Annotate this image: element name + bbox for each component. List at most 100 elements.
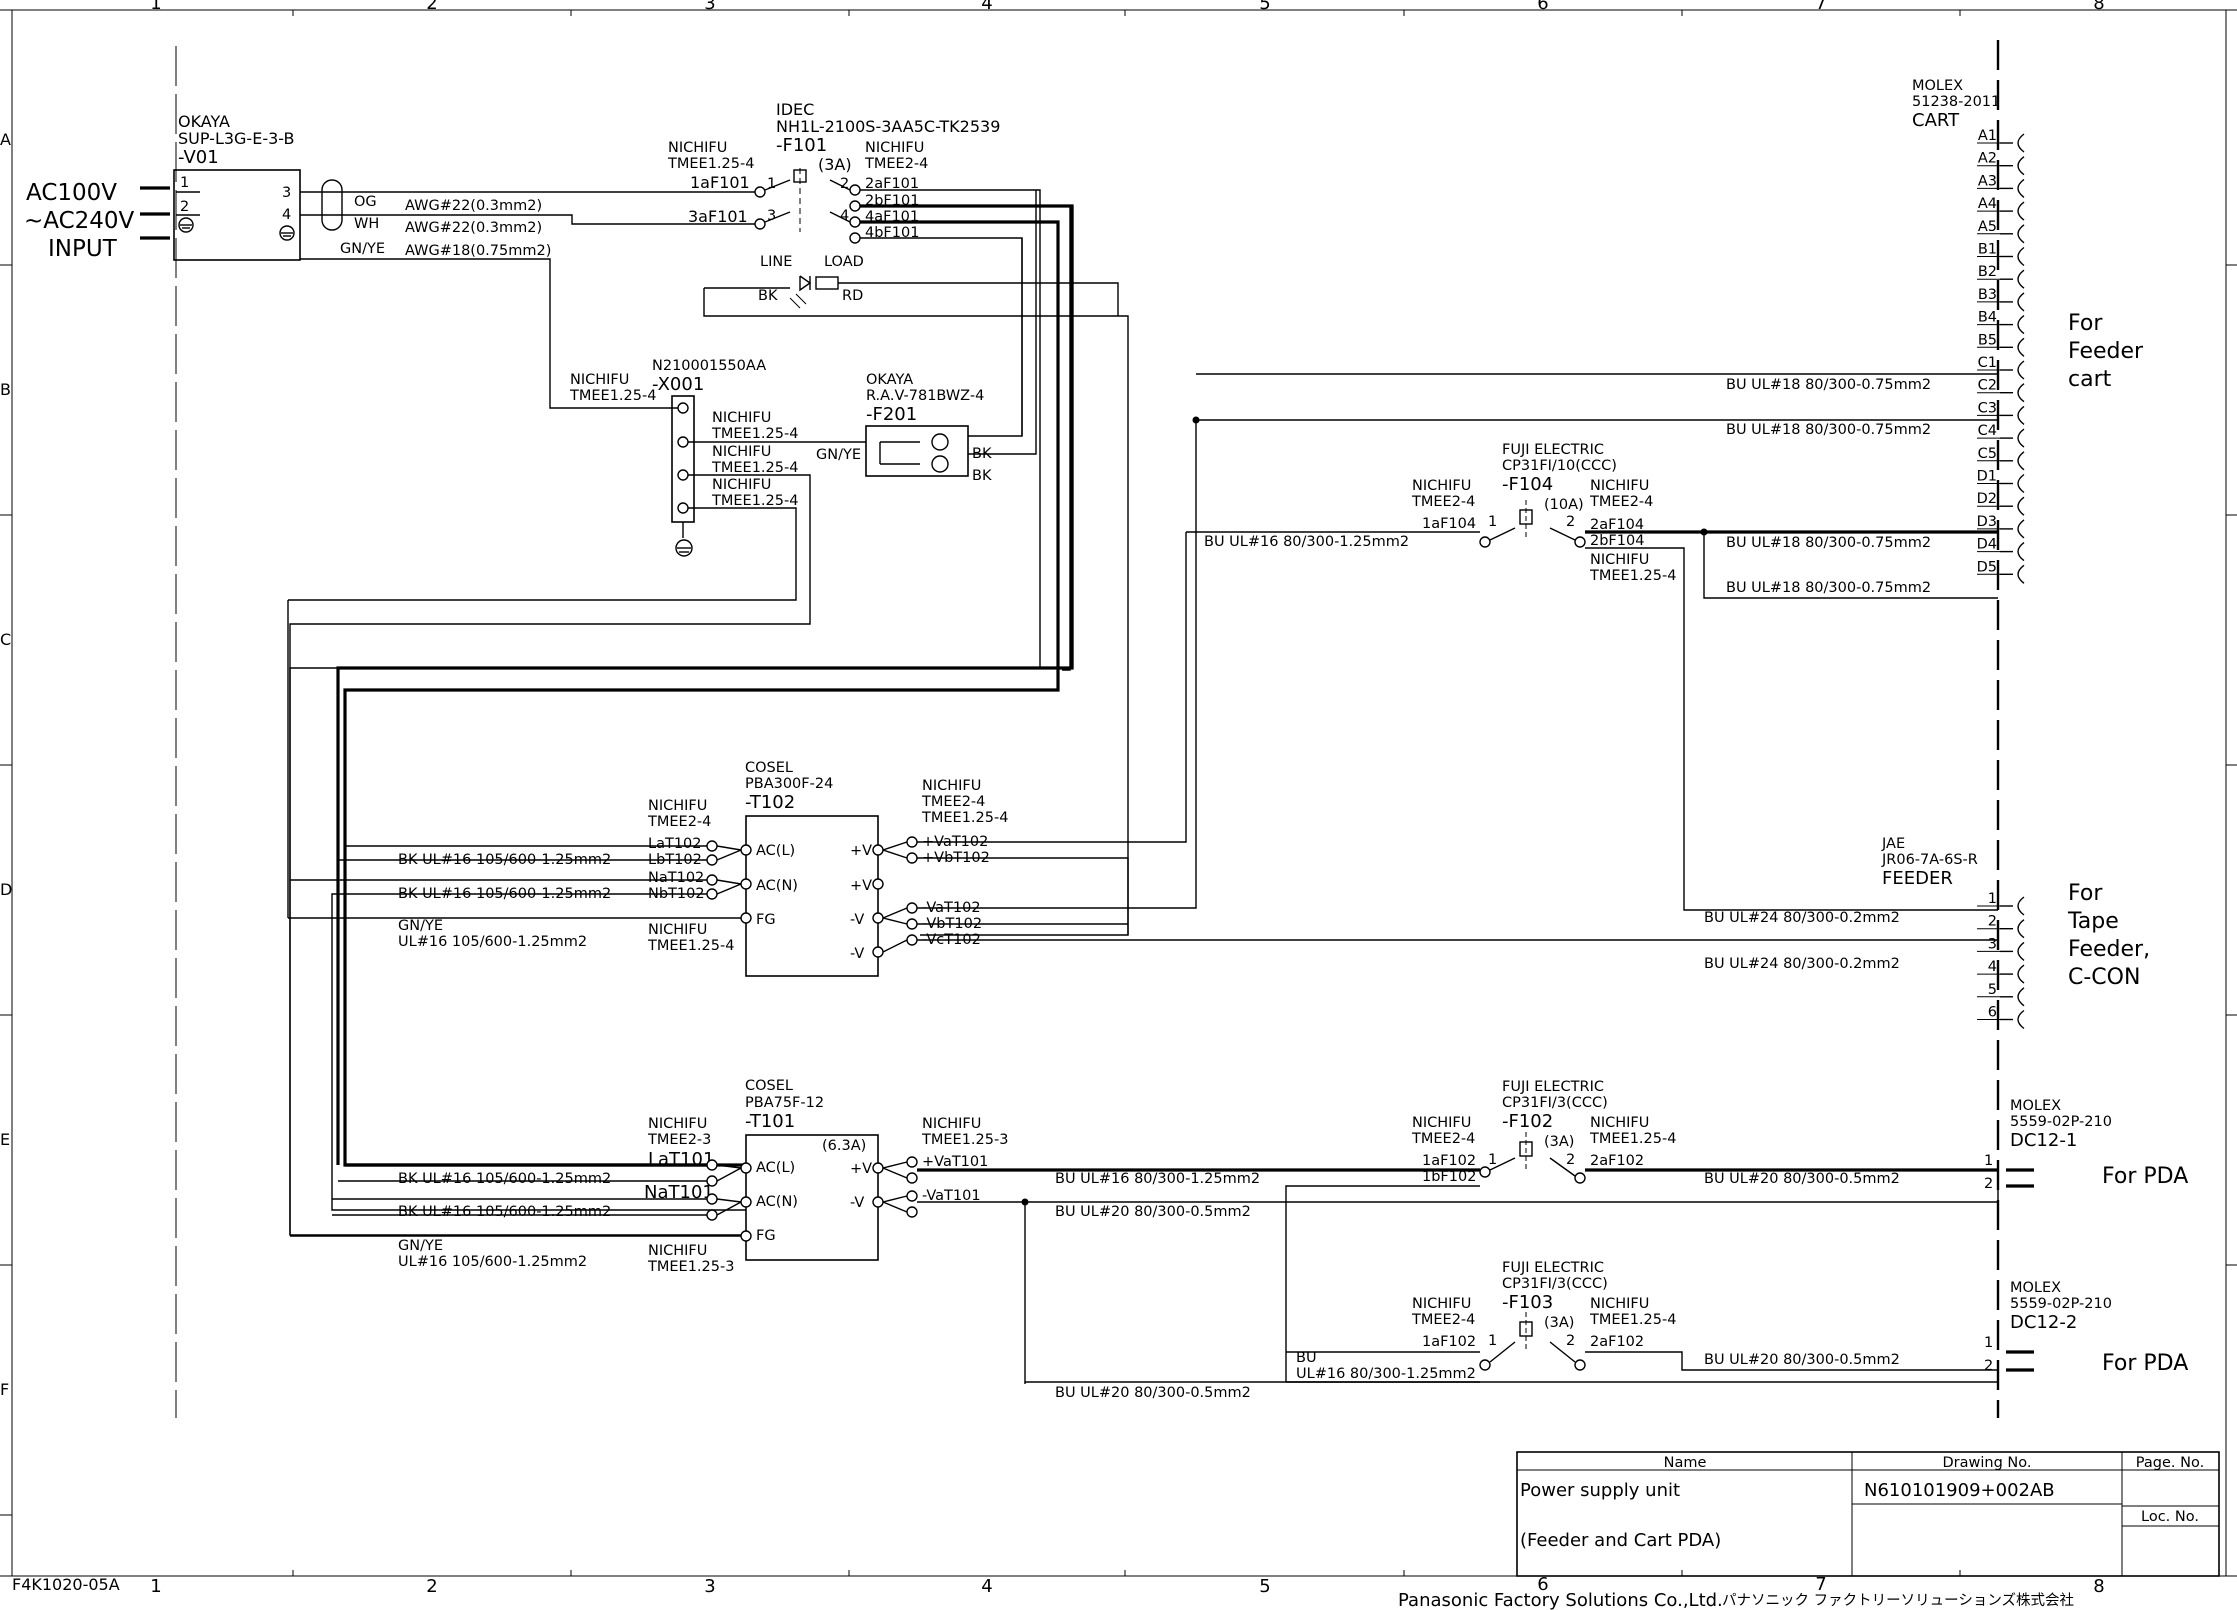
cable-spec: UL#16 105/600-1.25mm2 (398, 1254, 587, 1270)
side-label: LOAD (824, 254, 864, 270)
power-supply-t102: COSEL PBA300F-24 -T102 NICHIFU TMEE2-4 L… (287, 420, 1998, 1211)
part-ref: DC12-2 (2010, 1312, 2077, 1333)
pin-label: 4 (840, 208, 849, 224)
connector-pin-label: C4 (1978, 423, 1997, 439)
terminal-label: 1aF104 (1422, 516, 1476, 532)
part-model: R.A.V-781BWZ-4 (866, 388, 984, 404)
part-maker: FUJI ELECTRIC (1502, 1260, 1604, 1276)
surge-absorber-f201: OKAYA R.A.V-781BWZ-4 -F201 GN/YE BK BK (816, 372, 992, 484)
receptacle-icon (2017, 224, 2025, 244)
connector-purpose: For (2068, 311, 2103, 336)
connector-pin-label: C5 (1978, 446, 1997, 462)
psu-pin: AC(N) (756, 1194, 798, 1210)
row-label: B (0, 380, 11, 399)
terminal-maker: NICHIFU (712, 410, 771, 426)
drawing-number: N610101909+002AB (1864, 1480, 2055, 1501)
terminal-maker: NICHIFU (570, 372, 629, 388)
receptacle-icon (2017, 542, 2025, 562)
cable-spec: BU UL#24 80/300-0.2mm2 (1704, 956, 1900, 972)
receptacle-icon (2017, 269, 2025, 289)
connector-purpose: For PDA (2102, 1164, 2188, 1189)
wire-color: WH (354, 216, 379, 232)
part-ref: -F104 (1502, 474, 1553, 495)
receptacle-icon (2017, 405, 2025, 425)
psu-pin: -V (850, 1195, 864, 1211)
col-label: 8 (2093, 1576, 2104, 1597)
breaker-f104: FUJI ELECTRIC CP31FI/10(CCC) -F104 (10A)… (1186, 442, 1998, 911)
ground-icon (178, 217, 194, 233)
row-label: C (0, 630, 11, 649)
row-label: A (0, 130, 11, 149)
cable-spec: BU (1296, 1350, 1317, 1366)
col-label: 3 (704, 0, 715, 14)
connector-pin-label: 2 (1988, 914, 1997, 930)
col-label: 6 (1537, 1574, 1548, 1595)
cable-spec: GN/YE (398, 918, 443, 934)
part-ref: CART (1912, 110, 1960, 131)
input-label: AC100V (26, 180, 117, 206)
cable-spec: BU UL#20 80/300-0.5mm2 (1055, 1385, 1251, 1401)
cable-spec: AWG#22(0.3mm2) (405, 198, 542, 214)
terminal-maker: NICHIFU (1590, 552, 1649, 568)
connector-purpose: cart (2068, 367, 2112, 392)
pin-label: 1 (1984, 1153, 1993, 1169)
row-label: D (0, 880, 12, 899)
terminal-type: TMEE2-4 (647, 814, 711, 830)
connector-pin-label: B5 (1978, 332, 1997, 348)
input-label: ~AC240V (24, 208, 135, 234)
connector-purpose: For PDA (2102, 1351, 2188, 1376)
connector-pin-label: 5 (1988, 982, 1997, 998)
terminal-label: 1aF102 (1422, 1334, 1476, 1350)
connector-pin-label: D2 (1977, 491, 1997, 507)
wire-color: GN/YE (340, 241, 385, 257)
part-model: 5559-02P-210 (2010, 1296, 2112, 1312)
cable-spec: UL#16 105/600-1.25mm2 (398, 934, 587, 950)
terminal-maker: NICHIFU (648, 922, 707, 938)
connector-pin-label: C1 (1978, 355, 1997, 371)
part-rating: (3A) (1544, 1134, 1574, 1150)
pda-cables: BU UL#16 80/300-1.25mm2 BU UL#20 80/300-… (1021, 1171, 1998, 1401)
terminal-label: 2aF104 (1590, 517, 1644, 533)
terminal-maker: NICHIFU (1590, 1296, 1649, 1312)
col-label: 1 (150, 1576, 161, 1597)
part-rating: (3A) (1544, 1315, 1574, 1331)
cable-spec: AWG#18(0.75mm2) (405, 243, 551, 259)
part-ref: -F201 (866, 404, 917, 425)
receptacle-icon (2017, 383, 2025, 403)
connector-purpose: Feeder, (2068, 937, 2150, 962)
cable-spec: BU UL#16 80/300-1.25mm2 (1204, 534, 1409, 550)
title-header: Name (1664, 1455, 1707, 1471)
drawing-name: (Feeder and Cart PDA) (1520, 1530, 1721, 1551)
wire-color: GN/YE (816, 447, 861, 463)
part-model: CP31FI/10(CCC) (1502, 458, 1617, 474)
terminal-type: TMEE1.25-4 (711, 426, 798, 442)
part-model: NH1L-2100S-3AA5C-TK2539 (776, 117, 1000, 136)
connector-pin-label: B3 (1978, 287, 1997, 303)
connector-pin-label: A2 (1978, 151, 1997, 167)
part-model: CP31FI/3(CCC) (1502, 1095, 1608, 1111)
part-maker: MOLEX (2010, 1098, 2061, 1114)
pin-label: 4 (282, 207, 291, 223)
terminal-type: TMEE2-4 (1411, 494, 1475, 510)
terminal-type: TMEE1.25-4 (711, 493, 798, 509)
terminal-label: NaT101 (644, 1182, 714, 1203)
drawing-name: Power supply unit (1520, 1480, 1680, 1501)
terminal-type: TMEE1.25-4 (1589, 1131, 1676, 1147)
terminal-maker: NICHIFU (712, 444, 771, 460)
cable-spec: BU UL#18 80/300-0.75mm2 (1726, 535, 1931, 551)
receptacle-icon (2017, 178, 2025, 198)
cable-spec: BU UL#20 80/300-0.5mm2 (1704, 1171, 1900, 1187)
terminal-type: TMEE2-4 (1411, 1312, 1475, 1328)
part-model: 51238-2011 (1912, 94, 2000, 110)
receptacle-icon (2017, 896, 2025, 916)
wire-color: BK (972, 446, 992, 462)
terminal-type: TMEE1.25-4 (667, 156, 754, 172)
psu-pin: +V (850, 843, 872, 859)
col-label: 7 (1815, 0, 1826, 14)
receptacle-icon (2017, 987, 2025, 1007)
receptacle-icon (2017, 496, 2025, 516)
cable-spec: UL#16 80/300-1.25mm2 (1296, 1366, 1476, 1382)
receptacle-icon (2017, 564, 2025, 584)
receptacle-icon (2017, 1009, 2025, 1030)
